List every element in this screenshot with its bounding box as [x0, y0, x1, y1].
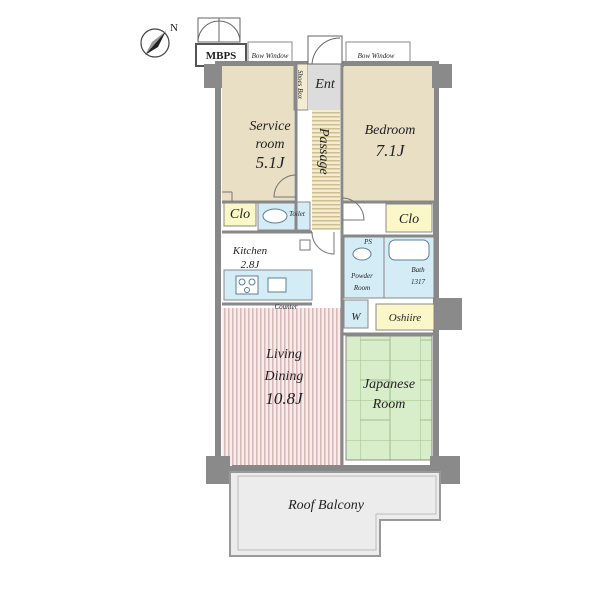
mbps-doors [197, 17, 241, 43]
powder-room-label-1: Powder [350, 272, 373, 280]
japanese-room-area [345, 335, 433, 461]
entrance-label: Ent [314, 77, 336, 92]
roof-balcony-area [229, 471, 441, 557]
service-room-label-2: room [255, 137, 284, 152]
counter-label: Counter [275, 303, 298, 311]
closet-right-label: Clo [399, 212, 419, 227]
washer-label: W [351, 311, 361, 323]
bathtub-icon [388, 239, 430, 261]
bow-window-right-label: Bow Window [358, 52, 395, 60]
japanese-room-label-1: Japanese [363, 377, 415, 392]
closet-left [223, 201, 257, 227]
mbps-label: MBPS [206, 50, 237, 62]
powder-room-label-2: Room [353, 284, 370, 292]
living-dining-label-2: Dining [264, 369, 304, 384]
bow-window-left-label: Bow Window [252, 52, 289, 60]
interior-walls [222, 64, 436, 466]
entrance-door [307, 35, 343, 65]
living-dining-size: 10.8J [265, 389, 304, 408]
pillars [204, 64, 462, 484]
japanese-room-label-2: Room [372, 397, 406, 412]
bedroom-size: 7.1J [376, 141, 406, 160]
washer-space [343, 299, 369, 329]
ps-label: PS [363, 238, 372, 246]
compass-ring-icon [140, 28, 170, 58]
bedroom-label: Bedroom [365, 123, 416, 138]
closet-left-label: Clo [230, 207, 250, 222]
toilet-bowl-icon [262, 208, 288, 224]
passage-label: Passage [316, 127, 331, 175]
compass-north-label: N [170, 22, 178, 34]
entrance-area [308, 64, 342, 110]
living-dining-area [222, 308, 342, 466]
closet-right [385, 203, 433, 233]
shoes-box-label: Shoes Box [296, 70, 304, 100]
bedroom-area [344, 66, 434, 202]
toilet-label: Toilet [289, 210, 306, 218]
sink-icon [267, 277, 287, 293]
living-dining-label-1: Living [265, 347, 302, 362]
compass: N [140, 22, 178, 58]
service-room-area [222, 66, 294, 202]
kitchen-size: 2.8J [241, 259, 261, 271]
passage-area [312, 110, 340, 230]
service-room-label-1: Service [249, 119, 290, 134]
stove-icon [235, 275, 259, 295]
oshiire-label: Oshiire [389, 312, 422, 324]
bath-size: 1317 [411, 278, 426, 286]
wash-basin-icon [352, 247, 372, 261]
kitchen-label: Kitchen [232, 245, 268, 257]
oshiire-closet [375, 303, 435, 331]
service-room-size: 5.1J [256, 153, 286, 172]
door-swings [222, 174, 365, 255]
bath-label: Bath [411, 266, 425, 274]
roof-balcony-label: Roof Balcony [287, 498, 365, 513]
